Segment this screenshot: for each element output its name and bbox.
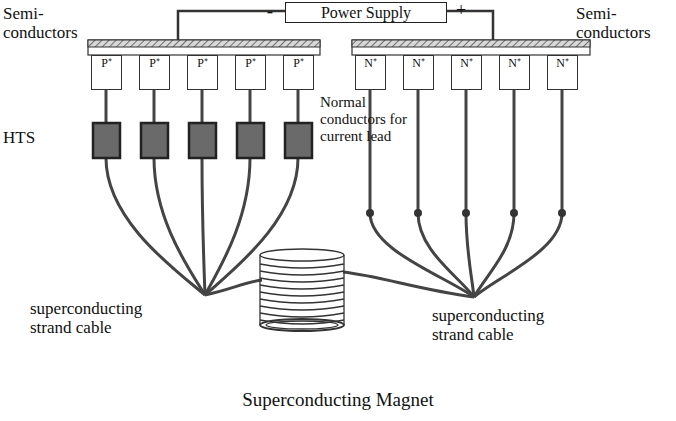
joint-dot	[366, 209, 374, 217]
n-semiconductor: N⁺	[403, 55, 434, 90]
hts-block	[189, 123, 216, 158]
p-semiconductor: P⁺	[139, 55, 170, 90]
current-lead-wires	[106, 90, 562, 297]
joint-dots	[366, 209, 566, 217]
strand-wire	[466, 213, 474, 297]
coil-turn	[260, 306, 344, 310]
semiconductor-bars	[88, 40, 590, 55]
n-semiconductor: N⁺	[499, 55, 530, 90]
note-label: Normal conductors for current lead	[320, 94, 420, 144]
lead-wire	[513, 90, 516, 213]
n-semiconductor: N⁺	[547, 55, 578, 90]
joint-dot	[558, 209, 566, 217]
node-label: P⁺	[188, 56, 217, 70]
node-label: P⁺	[140, 56, 169, 70]
node-label: P⁺	[92, 56, 121, 70]
cable-label: superconducting strand cable	[30, 299, 180, 337]
coil-turn	[260, 271, 344, 275]
cable-label: superconducting strand cable	[432, 306, 582, 344]
hts-block	[93, 123, 120, 158]
group-label: Semi- conductors	[576, 4, 672, 42]
lead-wire	[369, 90, 372, 213]
n-semiconductor: N⁺	[451, 55, 482, 90]
power-supply-box: Power Supply	[285, 2, 447, 23]
node-label: N⁺	[548, 56, 577, 70]
node-label: N⁺	[404, 56, 433, 70]
part-label: HTS	[3, 128, 63, 147]
magnet-caption: Superconducting Magnet	[180, 390, 496, 411]
hts-block	[285, 123, 312, 158]
strand-wire	[202, 158, 205, 295]
group-label: Semi- conductors	[3, 4, 98, 42]
polarity-sign: +	[452, 0, 470, 20]
coil-turn	[260, 278, 344, 282]
coil-turn	[260, 299, 344, 303]
coil-turn	[260, 264, 344, 268]
coil-turn	[260, 285, 344, 289]
lead-wire	[417, 90, 420, 213]
polarity-sign: -	[262, 0, 278, 21]
hts-block	[141, 123, 168, 158]
node-label: Power Supply	[286, 3, 446, 22]
coil-turn	[260, 313, 344, 317]
strand-wire	[474, 213, 562, 297]
magnet-coil	[260, 249, 344, 331]
hts-leads	[93, 123, 312, 158]
magnet-wires	[205, 272, 474, 297]
lead-wire	[201, 90, 204, 123]
strand-wire	[106, 158, 205, 295]
strand-wire	[418, 213, 474, 297]
joint-dot	[510, 209, 518, 217]
p-semiconductor: P⁺	[283, 55, 314, 90]
strand-wire	[370, 213, 474, 297]
joint-dot	[414, 209, 422, 217]
lead-wire	[561, 90, 564, 213]
node-label: P⁺	[236, 56, 265, 70]
strand-wire	[154, 158, 205, 295]
joint-dot	[462, 209, 470, 217]
node-label: N⁺	[356, 56, 385, 70]
lead-wire	[105, 90, 108, 123]
p-semiconductor: P⁺	[91, 55, 122, 90]
lead-wire	[249, 90, 252, 123]
n-semiconductor: N⁺	[355, 55, 386, 90]
node-label: N⁺	[500, 56, 529, 70]
p-semiconductor: P⁺	[187, 55, 218, 90]
lead-wire	[465, 90, 468, 213]
p-semiconductor: P⁺	[235, 55, 266, 90]
coil-turn	[260, 292, 344, 296]
hts-block	[237, 123, 264, 158]
node-label: N⁺	[452, 56, 481, 70]
coil-turn	[260, 320, 344, 324]
lead-wire	[153, 90, 156, 123]
node-label: P⁺	[284, 56, 313, 70]
lead-wire	[297, 90, 300, 123]
